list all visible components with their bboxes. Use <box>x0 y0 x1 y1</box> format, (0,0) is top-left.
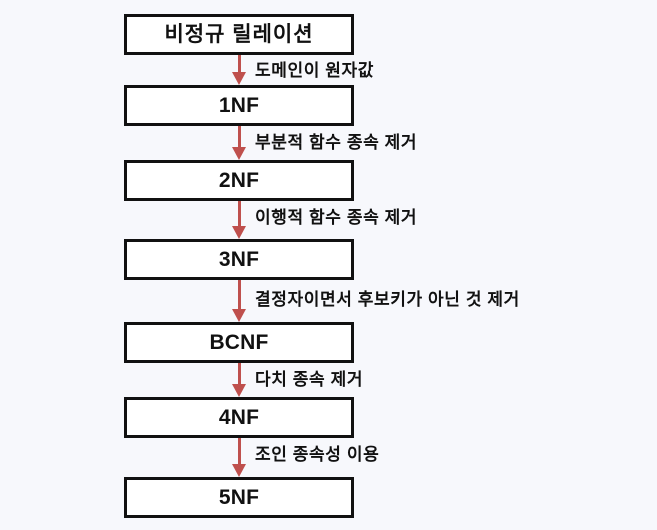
edge-label-remove-multivalued-dependency: 다치 종속 제거 <box>255 370 364 389</box>
flow-node-1nf: 1NF <box>124 85 354 126</box>
flow-node-label: 3NF <box>218 248 260 271</box>
flow-node-label: 비정규 릴레이션 <box>164 23 314 46</box>
flow-node-label: 1NF <box>218 94 260 117</box>
arrow-shaft <box>238 201 241 226</box>
flow-node-3nf: 3NF <box>124 239 354 280</box>
arrow-shaft <box>238 363 241 384</box>
edge-label-remove-nonkey-determinant: 결정자이면서 후보키가 아닌 것 제거 <box>255 290 520 309</box>
down-arrow-icon <box>232 438 247 477</box>
flow-node-label: BCNF <box>209 331 269 354</box>
flow-node-bcnf: BCNF <box>124 322 354 363</box>
arrow-shaft <box>238 55 241 72</box>
edge-label-remove-partial-dependency: 부분적 함수 종속 제거 <box>255 133 418 152</box>
edge-label-remove-transitive-dependency: 이행적 함수 종속 제거 <box>255 208 418 227</box>
down-arrow-icon <box>232 201 247 239</box>
down-arrow-icon <box>232 280 247 322</box>
arrow-head <box>232 309 246 322</box>
down-arrow-icon <box>232 55 247 85</box>
flow-node-4nf: 4NF <box>124 397 354 438</box>
edge-label-use-join-dependency: 조인 종속성 이용 <box>255 445 380 464</box>
flow-node-unnormalized: 비정규 릴레이션 <box>124 14 354 55</box>
arrow-head <box>232 464 246 477</box>
arrow-head <box>232 72 246 85</box>
arrow-head <box>232 384 246 397</box>
arrow-head <box>232 147 246 160</box>
down-arrow-icon <box>232 126 247 160</box>
arrow-shaft <box>238 280 241 309</box>
flow-node-label: 4NF <box>218 406 260 429</box>
arrow-head <box>232 226 246 239</box>
arrow-shaft <box>238 438 241 464</box>
flow-node-5nf: 5NF <box>124 477 354 518</box>
arrow-shaft <box>238 126 241 147</box>
flow-node-label: 2NF <box>218 169 260 192</box>
flow-node-label: 5NF <box>218 486 260 509</box>
edge-label-domain-atomic: 도메인이 원자값 <box>255 61 375 80</box>
down-arrow-icon <box>232 363 247 397</box>
flow-node-2nf: 2NF <box>124 160 354 201</box>
